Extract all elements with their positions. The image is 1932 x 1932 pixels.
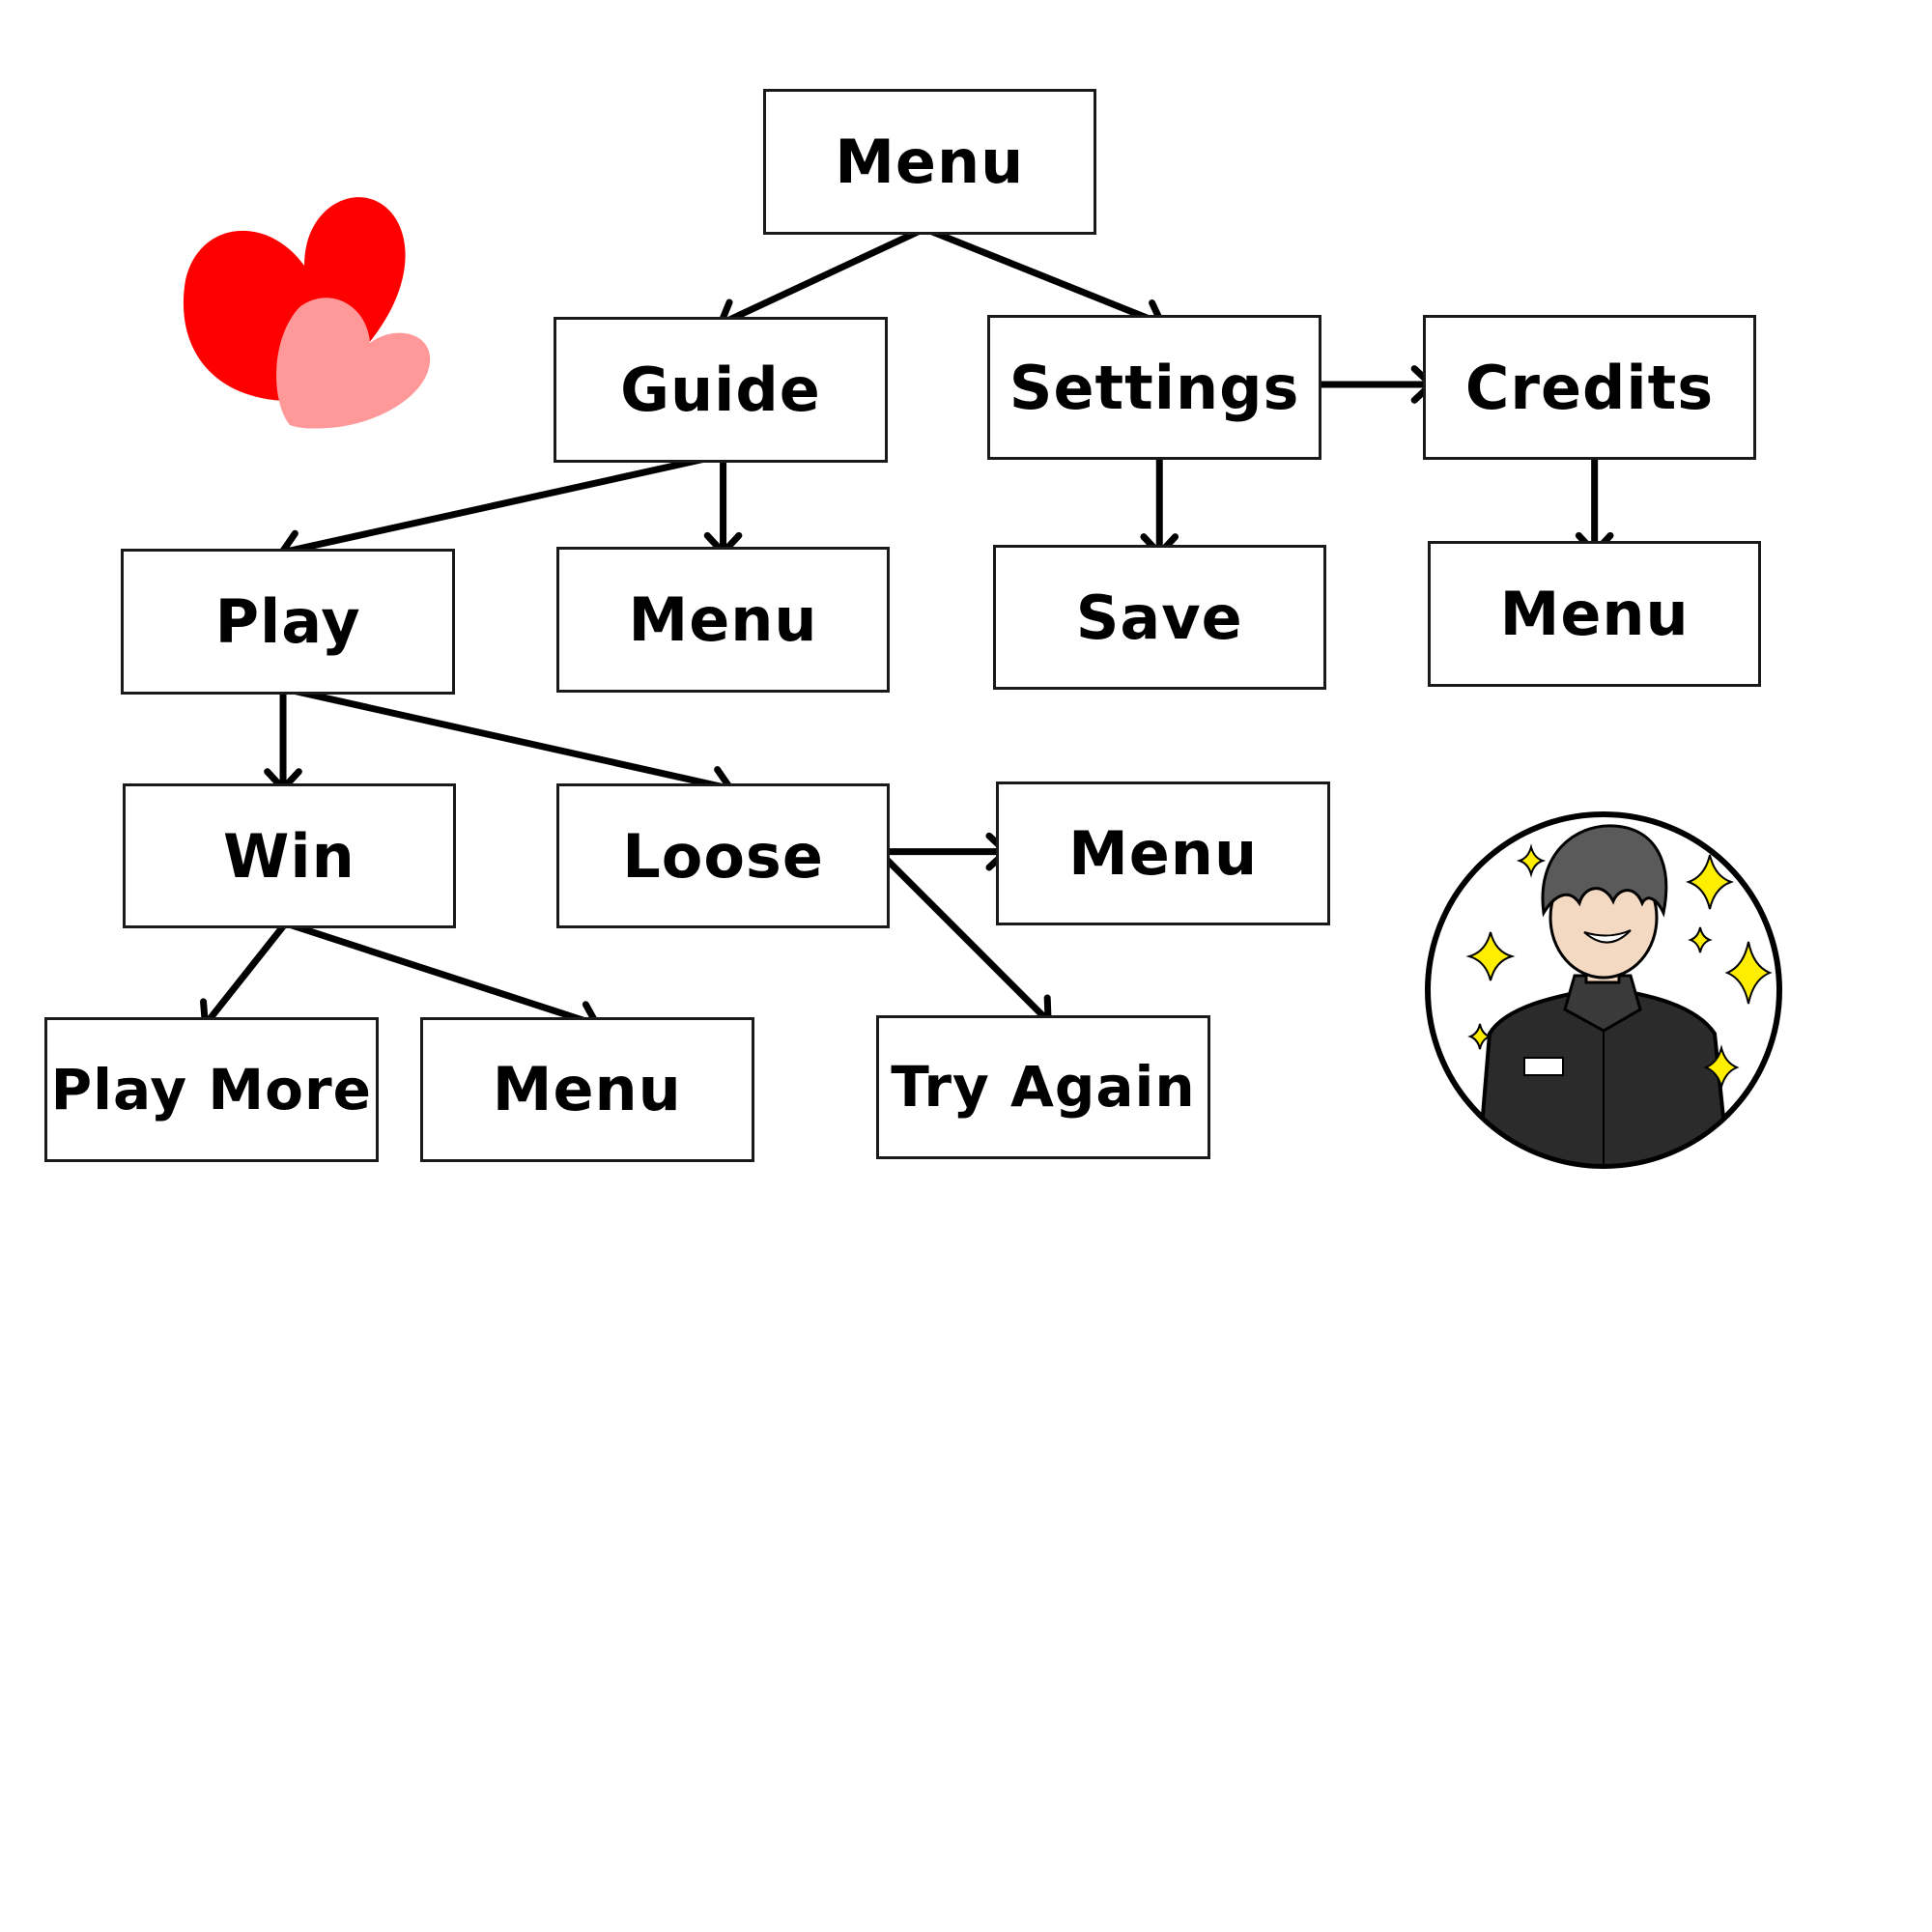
hearts-icon: [183, 197, 431, 429]
node-play: Play: [121, 549, 455, 696]
node-menu-credits: Menu: [1427, 541, 1762, 688]
edge-settings-to-credits: [1311, 365, 1435, 404]
node-save: Save: [992, 545, 1326, 690]
node-menu-loose: Menu: [996, 781, 1330, 926]
edge-play-to-win: [264, 685, 302, 792]
edge-guide-to-menu_guide: [703, 451, 743, 556]
node-guide: Guide: [554, 316, 888, 463]
edge-win-to-play_more: [200, 920, 290, 1029]
node-credits: Credits: [1422, 315, 1757, 460]
node-settings: Settings: [987, 315, 1321, 460]
node-menu-guide: Menu: [555, 546, 891, 693]
node-loose: Loose: [555, 783, 891, 928]
small-heart-shape: [276, 298, 431, 429]
node-win: Win: [122, 783, 457, 928]
node-menu-root: Menu: [762, 89, 1096, 236]
edge-credits-to-menu_credits: [1575, 448, 1614, 556]
node-try-again: Try Again: [876, 1014, 1210, 1160]
edge-loose-to-menu_loose: [875, 832, 1010, 871]
edge-settings-to-save: [1140, 448, 1179, 557]
node-menu-win: Menu: [420, 1017, 754, 1162]
character-avatar-icon: [1425, 811, 1782, 1169]
node-play-more: Play More: [44, 1017, 379, 1162]
